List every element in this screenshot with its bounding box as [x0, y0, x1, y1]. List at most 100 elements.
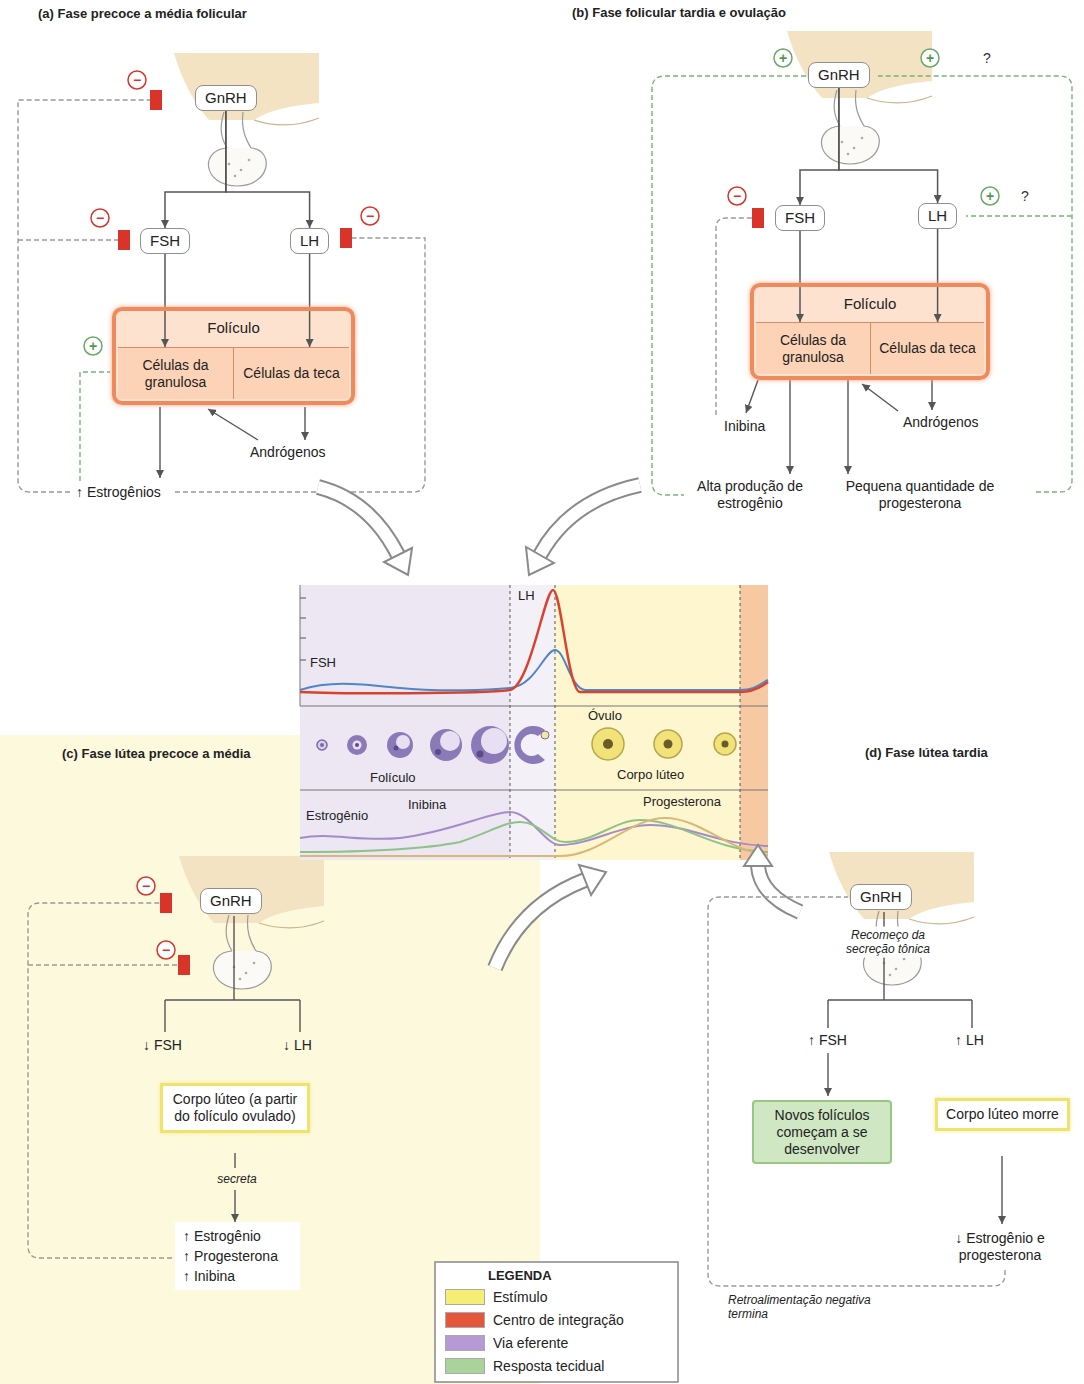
response-box: Novos folículos começam a se desenvolver [752, 1100, 892, 1164]
legend-swatch [445, 1335, 485, 1351]
hormone-box: FSH [775, 205, 825, 231]
hormone-label: ↑ Estrogênio [183, 1228, 261, 1245]
graph-label: Corpo lúteo [617, 767, 684, 783]
connector-arrow [226, 111, 310, 228]
feedback-sign: − [366, 209, 374, 223]
hormone-label: ↑ Inibina [183, 1268, 235, 1285]
feedback-sign: + [779, 51, 787, 65]
cell-box: Células da granulosa [756, 322, 870, 374]
legend-title: LEGENDA [488, 1268, 552, 1284]
hormone-label: ↓ FSH [143, 1037, 182, 1054]
question-mark: ? [1021, 189, 1029, 203]
note-text: Retroalimentação negativa termina [728, 1293, 878, 1322]
hormone-box: LH [290, 228, 329, 254]
connector-arrow [800, 88, 839, 205]
feedback-lines [652, 76, 1072, 495]
legend-swatch [445, 1358, 485, 1374]
node-text: FSH [785, 209, 815, 227]
connector-arrow [839, 88, 938, 203]
graph-label: Óvulo [588, 708, 622, 724]
hormone-label: ↑ FSH [808, 1032, 847, 1049]
cell-box: Células da teca [233, 347, 349, 399]
feedback-sign: + [89, 339, 97, 353]
phase-arrows [318, 485, 800, 968]
connector-arrow [309, 254, 311, 347]
feedback-symbols [728, 49, 999, 228]
legend-row: Via eferente [445, 1335, 568, 1351]
graph-label: FSH [310, 655, 336, 671]
graph-label: Folículo [370, 770, 416, 786]
hormone-label: Pequena quantidade de progesterona [830, 478, 1010, 512]
node-text: FSH [150, 232, 180, 250]
feedback-sign: + [926, 51, 934, 65]
hormone-box: GnRH [808, 62, 870, 88]
graph-label: LH [518, 588, 535, 604]
legend-swatch [445, 1312, 485, 1328]
hormone-label: ↑ Estrogênios [76, 484, 161, 501]
hormone-label: ↑ LH [955, 1032, 984, 1049]
feedback-lines [28, 903, 178, 1258]
graph-label: Progesterona [643, 794, 721, 810]
follicle-box: FolículoCélulas da granulosa Células da t… [750, 283, 990, 380]
node-text: Corpo lúteo morre [943, 1106, 1062, 1123]
graph-label: Inibina [408, 797, 446, 813]
hormone-label: Inibina [724, 418, 765, 435]
hormone-label: ↓ Estrogênio e progesterona [925, 1230, 1075, 1264]
hormone-box: FSH [140, 228, 190, 254]
stimulus-box: Corpo lúteo (a partir do folículo ovulad… [160, 1083, 310, 1133]
node-text: Células da granulosa [122, 357, 229, 391]
node-text: GnRH [818, 66, 860, 84]
flow-lines [165, 916, 300, 1222]
node-text: Folículo [754, 287, 986, 321]
follicle-box: FolículoCélulas da granulosaCélulas da t… [112, 307, 355, 405]
node-text: Células da teca [879, 340, 976, 357]
hormone-label: ↓ LH [283, 1037, 312, 1054]
node-text: GnRH [210, 892, 252, 910]
feedback-sign: − [96, 211, 104, 225]
node-text: Células da teca [243, 365, 340, 382]
stimulus-box: Corpo lúteo morre [935, 1098, 1070, 1131]
hormone-box: LH [918, 203, 957, 229]
cycle-graph [300, 585, 768, 860]
legend-frame [435, 1262, 678, 1382]
hormone-box: GnRH [200, 888, 262, 914]
legend-text: Resposta tecidual [493, 1358, 604, 1374]
cell-box: Células da granulosa [118, 347, 233, 399]
panel-title: (b) Fase folicular tardia e ovulação [572, 5, 786, 21]
note-text: Recomeço da secreção tônica [829, 927, 948, 958]
legend-text: Via eferente [493, 1335, 568, 1351]
hormone-box: GnRH [850, 884, 912, 910]
hormone-label: Alta produção de estrogênio [690, 478, 810, 512]
legend-swatch [445, 1289, 485, 1305]
connector-arrow [164, 254, 166, 347]
node-text: LH [928, 207, 947, 225]
feedback-symbols [137, 877, 190, 975]
node-text: GnRH [205, 89, 247, 107]
legend-row: Resposta tecidual [445, 1358, 604, 1374]
feedback-sign: − [142, 879, 150, 893]
node-text: Células da granulosa [760, 332, 866, 366]
feedback-sign: − [733, 189, 741, 203]
connector-arrow [799, 231, 801, 322]
hormone-box: GnRH [195, 85, 257, 111]
cell-box: Células da teca [870, 322, 984, 374]
node-text: GnRH [860, 888, 902, 906]
panel-title: (a) Fase precoce a média folicular [38, 6, 247, 22]
feedback-sign: + [986, 189, 994, 203]
hormone-label: ↑ Progesterona [183, 1248, 278, 1265]
legend-text: Centro de integração [493, 1312, 624, 1328]
note-text: secreta [217, 1172, 256, 1186]
question-mark: ? [983, 51, 991, 65]
feedback-sign: − [133, 73, 141, 87]
graph-label: Estrogênio [306, 808, 368, 824]
feedback-symbols [84, 71, 379, 355]
legend-text: Estímulo [493, 1289, 547, 1305]
connector-arrow [937, 229, 939, 322]
panel-title: (c) Fase lútea precoce a média [62, 746, 262, 762]
feedback-lines [708, 897, 1005, 1286]
legend-row: Centro de integração [445, 1312, 624, 1328]
legend-row: Estímulo [445, 1289, 547, 1305]
node-text: LH [300, 232, 319, 250]
